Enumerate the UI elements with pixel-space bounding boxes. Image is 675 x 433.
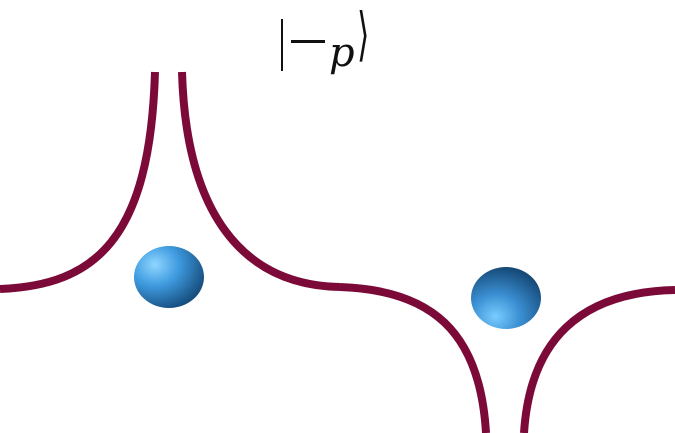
state-label: p⟩ [0,0,675,76]
state-label-ket: p⟩ [281,0,379,76]
ion-left [134,246,204,308]
ket-close-angle: ⟩ [356,0,370,68]
left-trap-electrode-outer [0,71,159,293]
ket-minus-sign [291,40,325,43]
right-trap-electrode-inner [339,283,490,433]
right-trap-electrode-outer [520,286,675,433]
left-trap-electrode-inner [178,71,341,291]
ket-bar [281,18,283,71]
ket-subscript: p [329,30,355,76]
ion-right [471,267,541,329]
